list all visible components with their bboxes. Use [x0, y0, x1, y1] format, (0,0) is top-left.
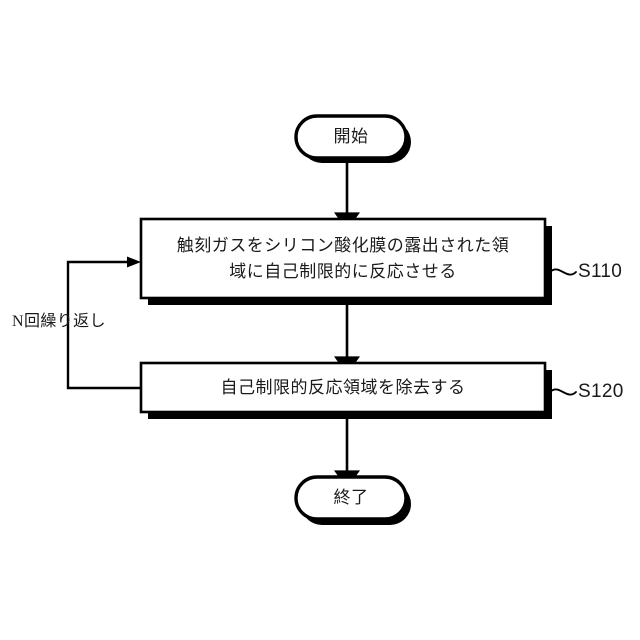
step-120-node[interactable] — [141, 363, 545, 412]
step-120-shape — [139, 361, 547, 414]
step-110-shape — [139, 217, 547, 300]
node-shadows — [148, 121, 552, 525]
loop-back-label: N回繰り返し — [12, 313, 106, 330]
edge-loop-back — [66, 256, 141, 390]
start-node[interactable] — [296, 116, 406, 158]
step-110-leader-line — [549, 268, 577, 276]
step-120-leader-line — [549, 388, 577, 396]
step-110-node[interactable] — [141, 219, 545, 298]
step-110-tag: S110 — [578, 261, 623, 282]
step-120-tag: S120 — [578, 381, 624, 402]
start-node-shape — [294, 114, 408, 160]
end-node-shape — [294, 475, 408, 521]
end-node[interactable] — [296, 477, 406, 519]
